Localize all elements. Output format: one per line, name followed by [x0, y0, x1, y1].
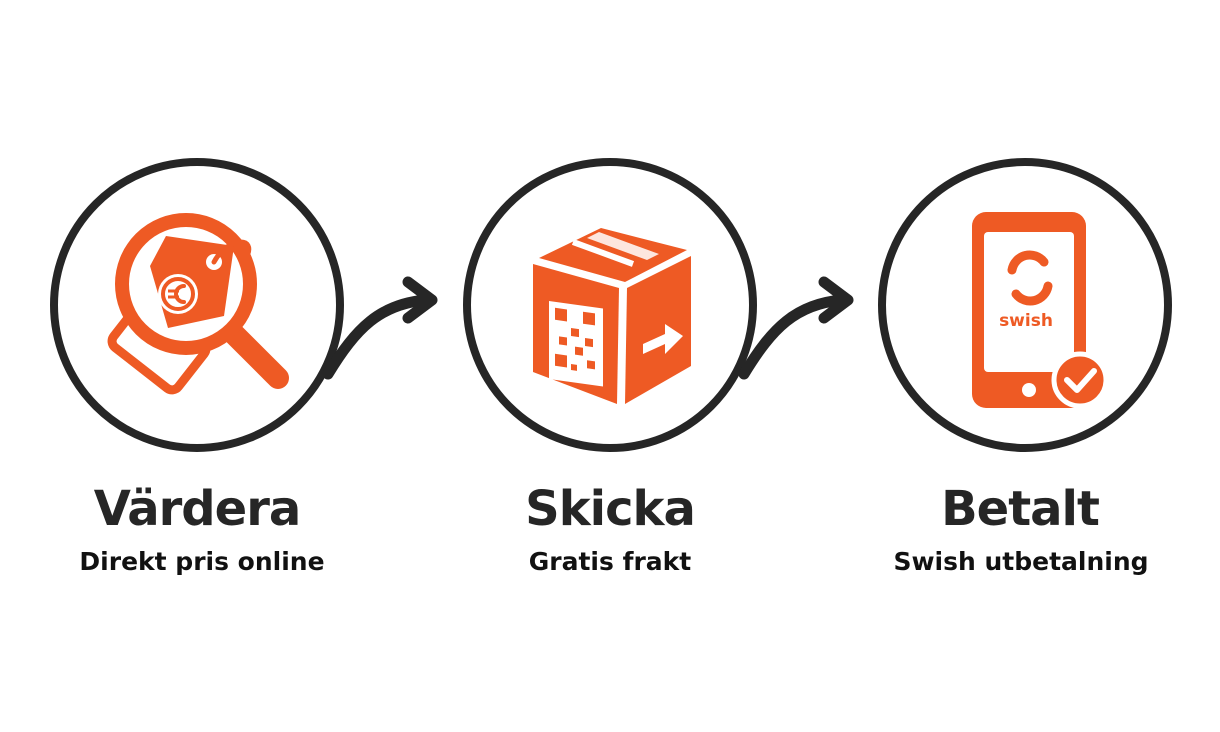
step-3-title: Betalt	[941, 481, 1100, 537]
step-1-title: Värdera	[93, 481, 302, 537]
swish-logo-text: swish	[999, 311, 1053, 331]
step-1-circle	[50, 158, 344, 452]
step-2-circle	[463, 158, 757, 452]
arrow-right-icon	[322, 276, 438, 380]
step-3-circle: swish	[878, 158, 1172, 452]
step-3-subtitle: Swish utbetalning	[893, 547, 1149, 576]
check-badge-icon	[1051, 351, 1109, 409]
arrow-right-icon	[738, 276, 854, 380]
step-2-title: Skicka	[525, 481, 696, 537]
qr-shipping-box-icon	[533, 228, 691, 404]
swish-phone-check-icon: swish	[972, 212, 1109, 409]
step-2-subtitle: Gratis frakt	[528, 547, 692, 576]
step-1-subtitle: Direkt pris online	[79, 547, 325, 576]
magnifier-price-tag-icon	[107, 213, 289, 395]
swish-logo-icon	[1007, 250, 1053, 306]
